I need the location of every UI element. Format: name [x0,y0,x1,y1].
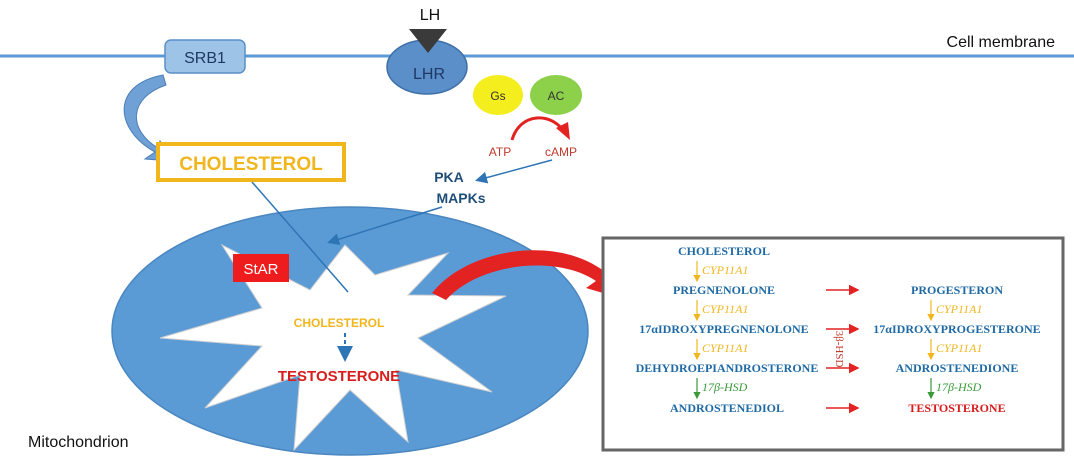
star-protein [233,254,289,282]
ac-enzyme [530,75,582,115]
right-step-3: ANDROSTENEDIONE [896,361,1019,375]
lh-ligand [409,29,447,53]
cholesterol-box-label: CHOLESTEROL [179,154,323,175]
left-enzyme-3: CYP11A1 [702,341,748,355]
gs-label: Gs [490,89,505,103]
left-pathway-column: CHOLESTEROL PREGNENOLONE 17αIDROXYPREGNE… [636,244,819,415]
right-enzyme-2: CYP11A1 [936,341,982,355]
right-enzyme-1: CYP11A1 [936,302,982,316]
right-pathway-column: PROGESTERON 17αIDROXYPROGESTERONE ANDROS… [873,283,1040,375]
ac-label: AC [548,89,565,103]
left-step-3: 17αIDROXYPREGNENOLONE [639,322,808,336]
inner-membrane-star [159,243,507,452]
right-step-1: PROGESTERON [911,283,1003,297]
lhr-label: LHR [413,66,445,83]
srb1-receptor [164,39,246,74]
pathway-panel [601,236,1065,452]
left-enzyme-2: CYP11A1 [702,302,748,316]
pka-label: PKA [434,169,464,185]
cholesterol-box [156,142,346,182]
cholesterol-import-line [251,181,349,293]
left-enzyme-4: 17β-HSD [702,380,748,394]
star-label: StAR [243,261,278,278]
mito-to-pathway-arrow [432,250,620,300]
left-step-5: ANDROSTENEDIOL [670,401,784,415]
camp-to-pka-arrow [475,159,553,184]
left-step-2: PREGNENOLONE [673,283,775,297]
atp-camp-arrowhead [556,122,570,140]
right-step-4: TESTOSTERONE [908,401,1005,415]
atp-camp-arrow [510,116,566,141]
srb1-label: SRB1 [184,50,226,67]
left-enzyme-1: CYP11A1 [702,263,748,277]
mapks-label: MAPKs [436,190,485,206]
inner-cholesterol-label: CHOLESTEROL [294,316,385,330]
inner-testosterone-label: TESTOSTERONE [278,368,400,385]
mitochondrion-label: Mitochondrion [28,434,129,451]
left-step-1: CHOLESTEROL [678,244,770,258]
right-step-2: 17αIDROXYPROGESTERONE [873,322,1040,336]
lh-label: LH [420,7,440,24]
left-step-4: DEHYDROEPIANDROSTERONE [636,361,819,375]
gs-protein [473,75,523,115]
side-enzyme-label: 3β-HSD [833,331,845,368]
right-enzyme-3: 17β-HSD [936,380,982,394]
cell-membrane-label: Cell membrane [947,34,1056,51]
pka-to-mito-arrow [327,206,443,246]
atp-label: ATP [489,145,511,159]
camp-label: cAMP [545,145,577,159]
